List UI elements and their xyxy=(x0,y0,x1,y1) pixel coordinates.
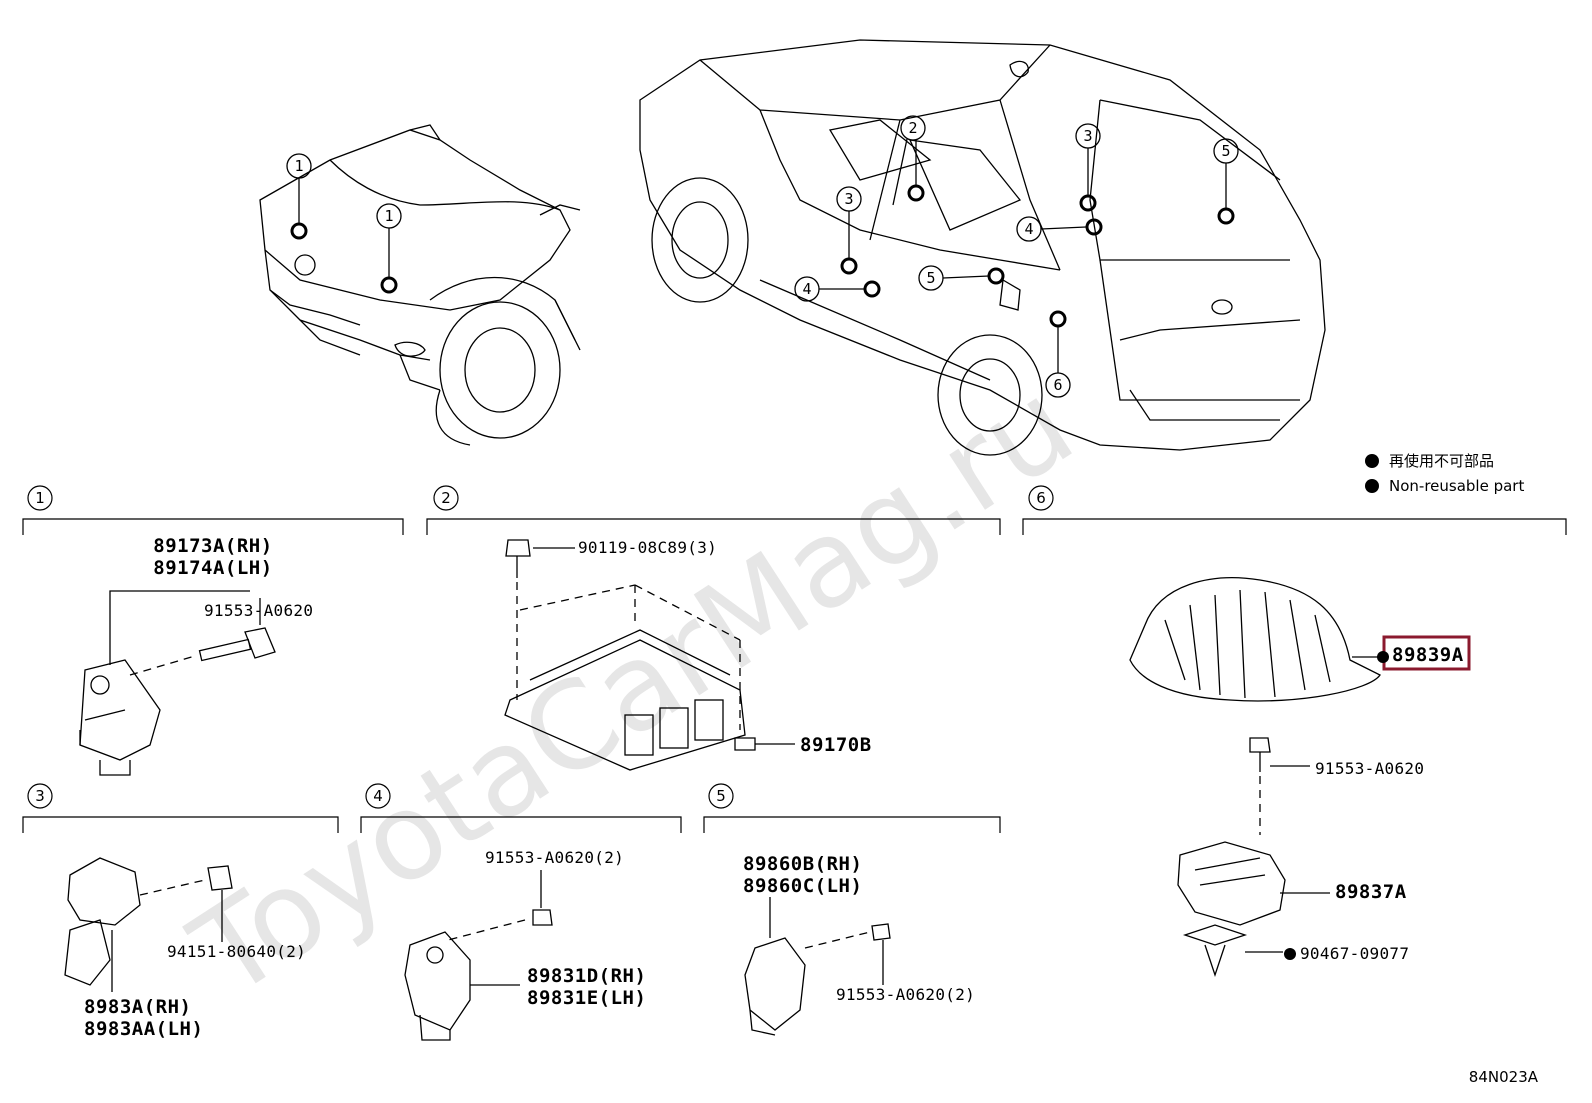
callout-4a: 4 xyxy=(802,280,811,298)
non-reusable-dot-icon xyxy=(1365,454,1379,468)
bolt-90119-08C89: 90119-08C89(3) xyxy=(578,538,717,557)
nut-94151-80640: 94151-80640(2) xyxy=(167,942,306,961)
ecu-89170B: 89170B xyxy=(800,734,872,756)
part-89860B: 89860B(RH) xyxy=(743,853,862,875)
watermark: ToyotaCarMag.ru xyxy=(169,355,1097,1025)
clip-90467-09077: 90467-09077 xyxy=(1300,944,1409,963)
section-4: 4 91553-A0620(2) 89831D(RH) 89831E(LH) xyxy=(360,783,682,1041)
callout-5a: 5 xyxy=(926,269,935,287)
section-5: 5 89860B(RH) 89860C(LH) 91553-A0620(2) xyxy=(703,783,1001,1036)
bolt-91553-A0620: 91553-A0620 xyxy=(204,601,313,620)
part-89860C: 89860C(LH) xyxy=(743,875,862,897)
section-3: 3 94151-80640(2) 8983A(RH) 8983AA(LH) xyxy=(22,783,339,1040)
callout-4b: 4 xyxy=(1024,220,1033,238)
rear-vehicle-illustration xyxy=(639,39,1326,456)
callout-5b: 5 xyxy=(1221,142,1230,160)
bolt-91553-A0620-s5: 91553-A0620(2) xyxy=(836,985,975,1004)
part-89173A: 89173A(RH) xyxy=(153,535,272,557)
part-89831D: 89831D(RH) xyxy=(527,965,646,987)
section-1-number: 1 xyxy=(35,489,45,507)
section-2: 2 90119-08C89(3) 89170B xyxy=(426,485,1001,771)
sensor-89837A: 89837A xyxy=(1335,881,1407,903)
callout-3a: 3 xyxy=(844,190,853,208)
diagram-code: 84N023A xyxy=(1469,1068,1539,1086)
bolt-91553-A0620-s6: 91553-A0620 xyxy=(1315,759,1424,778)
section-4-number: 4 xyxy=(373,787,383,805)
legend-en: Non-reusable part xyxy=(1389,477,1524,495)
section-5-number: 5 xyxy=(716,787,726,805)
section-1: 1 89173A(RH) 89174A(LH) 91553-A0620 xyxy=(22,485,404,776)
non-reusable-dot-icon xyxy=(1377,651,1389,663)
callout-6: 6 xyxy=(1053,376,1062,394)
callout-1b: 1 xyxy=(384,207,393,225)
section-6: 6 89839A 91553-A0620 89837A 90467-09077 xyxy=(1022,485,1567,978)
legend-jp: 再使用不可部品 xyxy=(1389,452,1494,470)
cover-89839A: 89839A xyxy=(1392,644,1464,666)
callout-numbers: 1 1 2 3 3 4 4 5 5 6 xyxy=(294,119,1230,394)
section-2-number: 2 xyxy=(441,489,451,507)
part-8983A: 8983A(RH) xyxy=(84,996,191,1018)
part-8983AA: 8983AA(LH) xyxy=(84,1018,203,1040)
callout-2: 2 xyxy=(908,119,917,137)
part-89831E: 89831E(LH) xyxy=(527,987,646,1009)
bolt-91553-A0620-s4: 91553-A0620(2) xyxy=(485,848,624,867)
non-reusable-dot-icon xyxy=(1284,948,1296,960)
legend: 再使用不可部品 Non-reusable part xyxy=(1365,452,1524,495)
non-reusable-dot-icon xyxy=(1365,479,1379,493)
callout-3b: 3 xyxy=(1083,127,1092,145)
callout-markers xyxy=(286,115,1239,398)
part-89174A: 89174A(LH) xyxy=(153,557,272,579)
section-6-number: 6 xyxy=(1036,489,1046,507)
section-3-number: 3 xyxy=(35,787,45,805)
front-vehicle-illustration xyxy=(259,124,581,446)
callout-1a: 1 xyxy=(294,157,303,175)
